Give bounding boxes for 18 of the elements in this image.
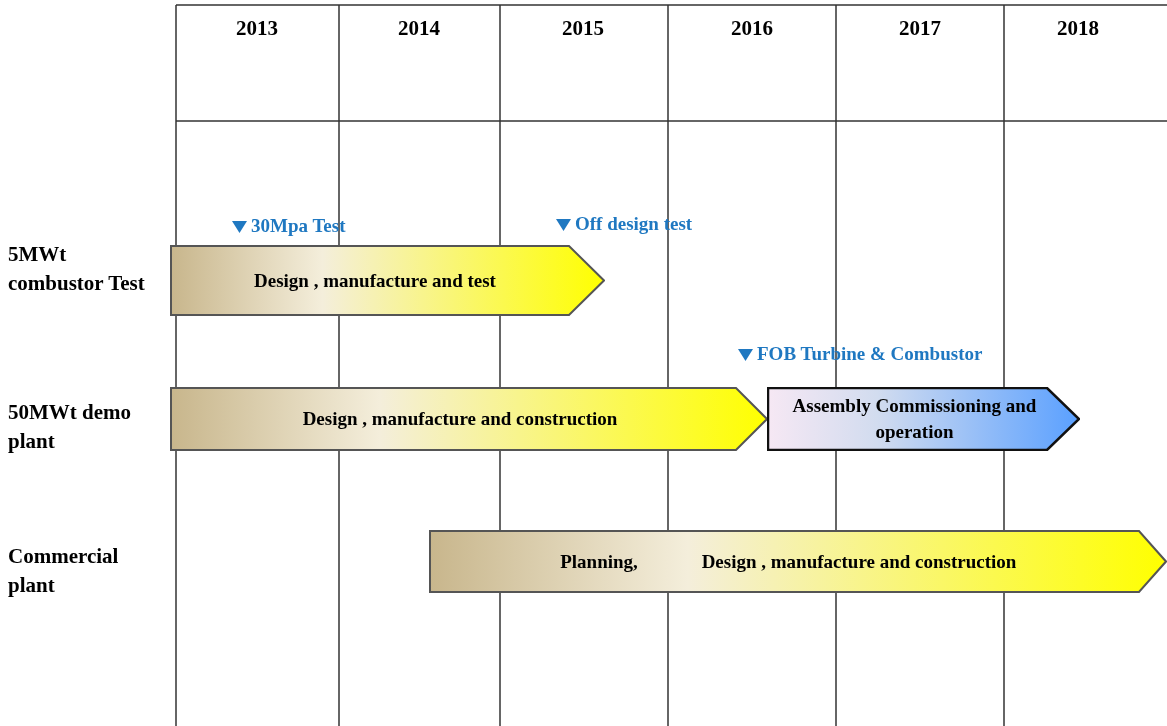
- year-header: 2014: [397, 16, 441, 41]
- chevron-bar: [429, 530, 1167, 593]
- bar-label: Design , manufacture and construction: [700, 550, 1018, 574]
- bar-label: Planning,: [559, 550, 639, 574]
- chevron-bar: [767, 387, 1080, 451]
- bar-label: Design , manufacture and test: [253, 269, 497, 293]
- chevron-bar: [170, 245, 605, 316]
- bar-label: Assembly Commissioning and operation: [791, 394, 1038, 444]
- year-header: 2013: [235, 16, 279, 41]
- row-label: Commercial plant: [8, 543, 120, 599]
- row-label: 5MWt combustor Test: [8, 241, 146, 297]
- year-header: 2016: [730, 16, 774, 41]
- row-label: 50MWt demo plant: [8, 399, 133, 455]
- bar-label: Design , manufacture and construction: [301, 407, 619, 431]
- year-header: 2015: [561, 16, 605, 41]
- year-header: 2018: [1056, 16, 1100, 41]
- year-header: 2017: [898, 16, 942, 41]
- chevron-bar: [170, 387, 768, 451]
